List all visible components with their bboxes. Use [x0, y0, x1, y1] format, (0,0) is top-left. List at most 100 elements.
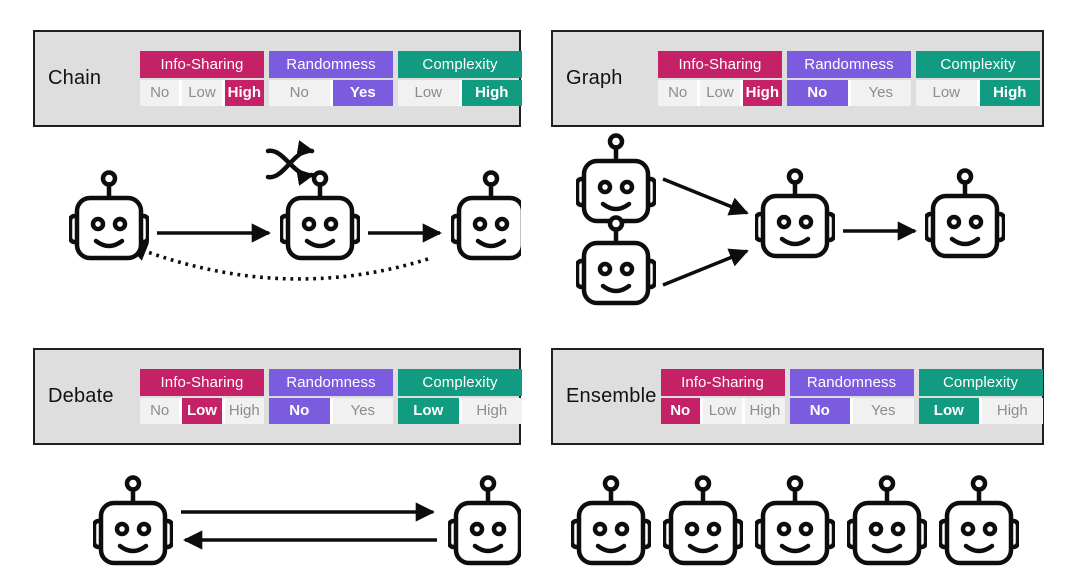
option-no: No — [140, 398, 180, 424]
option-high-selected: High — [979, 80, 1040, 106]
panel-title: Graph — [566, 67, 623, 89]
attribute-header: Info-Sharing — [140, 51, 264, 78]
dotted-feedback-arrow — [127, 242, 429, 281]
attribute-header: Complexity — [918, 369, 1043, 396]
option-high: High — [745, 398, 785, 424]
robot-icon — [926, 171, 1004, 257]
chain-diagram — [33, 140, 521, 281]
robot-icon — [940, 478, 1018, 564]
option-low: Low — [398, 80, 459, 106]
robot-icon — [848, 478, 926, 564]
option-low: Low — [182, 80, 222, 106]
option-yes: Yes — [332, 398, 393, 424]
attribute-header: Randomness — [789, 369, 914, 396]
option-yes-selected: Yes — [332, 80, 393, 106]
option-no: No — [140, 80, 180, 106]
attribute-header: Info-Sharing — [660, 369, 785, 396]
shuffle-icon — [265, 140, 315, 186]
debate-diagram — [33, 467, 521, 582]
robot-icon — [756, 478, 834, 564]
option-yes: Yes — [853, 398, 914, 424]
robot-icon — [577, 136, 655, 222]
attribute-header: Randomness — [269, 51, 393, 78]
robot-icon — [572, 478, 650, 564]
robot-icon — [70, 173, 148, 259]
option-high: High — [982, 398, 1043, 424]
option-no: No — [658, 80, 698, 106]
graph-diagram — [551, 133, 1044, 318]
panel-title: Debate — [48, 385, 114, 407]
option-low: Low — [700, 80, 740, 106]
robot-icon — [94, 478, 172, 564]
option-low-selected: Low — [398, 398, 459, 424]
attribute-header: Complexity — [398, 51, 522, 78]
attribute-header: Complexity — [916, 51, 1040, 78]
robot-icon — [281, 173, 359, 259]
option-high: High — [461, 398, 522, 424]
option-no-selected: No — [787, 80, 848, 106]
panel-title: Chain — [48, 67, 102, 89]
arrow-right — [662, 177, 749, 216]
option-low-selected: Low — [182, 398, 222, 424]
option-no-selected: No — [660, 398, 700, 424]
option-no: No — [269, 80, 330, 106]
robot-icon — [452, 173, 521, 259]
robot-icon — [756, 171, 834, 257]
robot-icon — [664, 478, 742, 564]
robot-icon — [449, 478, 521, 564]
option-no-selected: No — [269, 398, 330, 424]
panel-title: Ensemble — [566, 385, 657, 407]
option-high-selected: High — [742, 80, 782, 106]
attribute-header: Info-Sharing — [658, 51, 782, 78]
option-low: Low — [702, 398, 743, 424]
option-high: High — [224, 398, 264, 424]
option-high-selected: High — [461, 80, 522, 106]
attribute-header: Info-Sharing — [140, 369, 264, 396]
option-high-selected: High — [224, 80, 264, 106]
option-yes: Yes — [850, 80, 911, 106]
ensemble-diagram — [551, 467, 1044, 582]
option-low-selected: Low — [918, 398, 980, 424]
option-low: Low — [916, 80, 977, 106]
attribute-header: Randomness — [269, 369, 393, 396]
robot-icon — [577, 218, 655, 304]
arrow-right — [662, 248, 749, 287]
attribute-header: Randomness — [787, 51, 911, 78]
option-no-selected: No — [789, 398, 851, 424]
